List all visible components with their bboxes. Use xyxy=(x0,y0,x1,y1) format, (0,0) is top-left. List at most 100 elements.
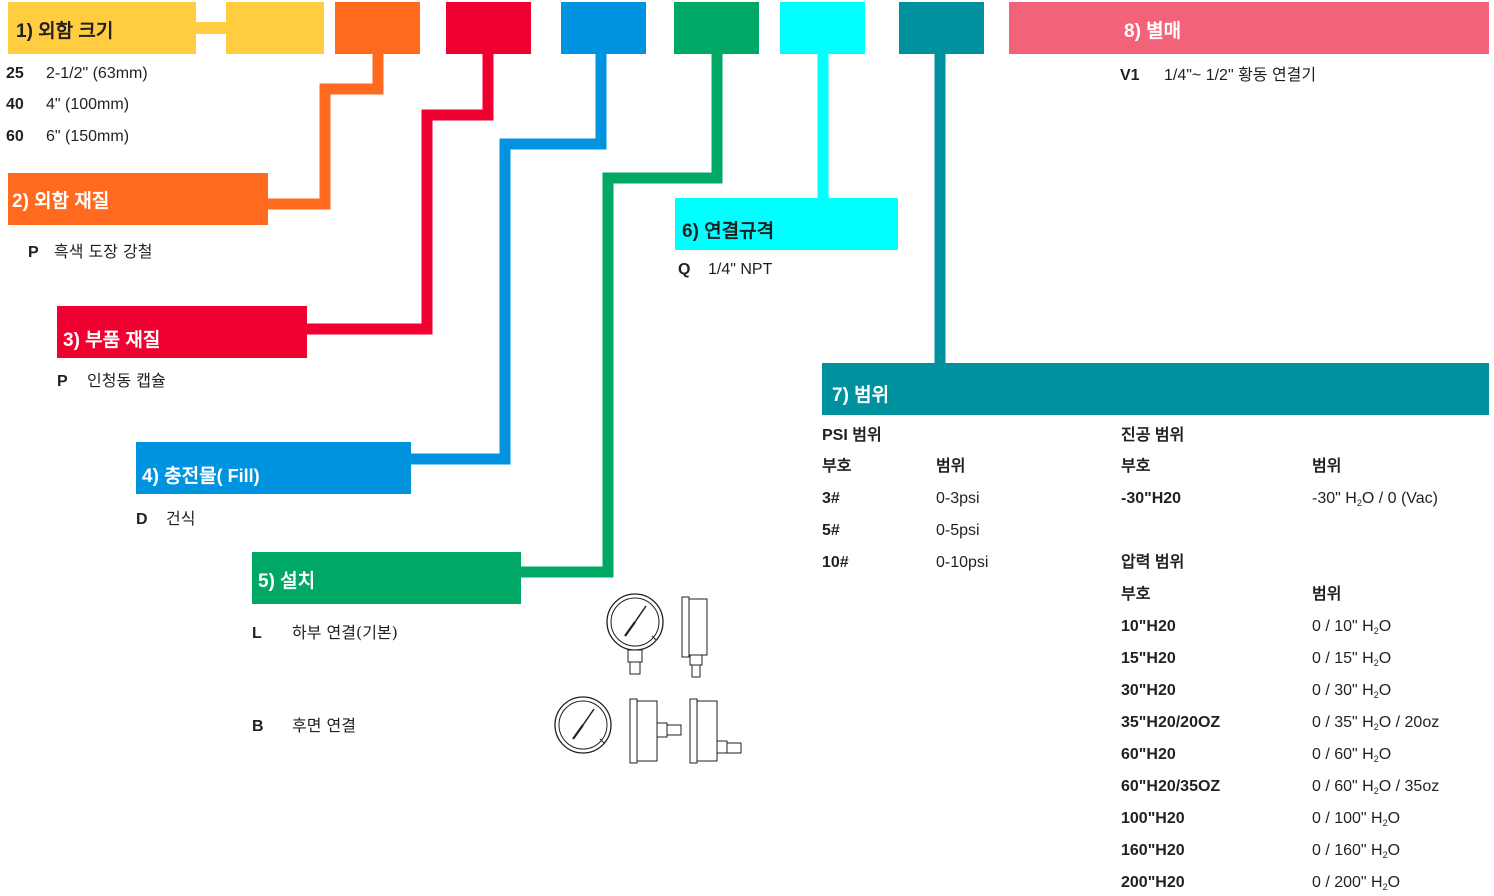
vacuum-row-code: -30"H20 xyxy=(1121,490,1182,507)
fill-title-suffix: ( Fill) xyxy=(216,466,260,486)
pressure-row-code: 60"H20/35OZ xyxy=(1121,778,1221,795)
option-label: 하부 연결(기본) xyxy=(292,623,398,642)
vacuum-col-range: 범위 xyxy=(1312,458,1342,475)
pressure-row-range: 0 / 160" H2O xyxy=(1312,842,1401,860)
pressure-col-code: 부호 xyxy=(1121,586,1151,603)
material-option-p: P 흑색 도장 강철 xyxy=(28,244,153,261)
option-code: V1 xyxy=(1120,67,1140,84)
option-label: 인청동 캡슐 xyxy=(87,371,166,390)
psi-row-range: 0-10psi xyxy=(936,554,989,571)
parts-code-box xyxy=(446,2,531,54)
option-code: 40 xyxy=(6,96,24,113)
parts-connector xyxy=(307,54,494,335)
pressure-row-range: 0 / 60" H2O / 35oz xyxy=(1312,778,1440,796)
size-option-25: 25 2-1/2" (63mm) xyxy=(6,66,148,82)
fill-connector xyxy=(410,54,607,465)
connection-code-box xyxy=(780,2,865,54)
option-label: 1/4" NPT xyxy=(708,261,773,278)
size-header xyxy=(8,2,196,54)
mount-header xyxy=(252,552,521,604)
size-title: 1) 외함 크기 xyxy=(16,21,114,42)
fill-code-box xyxy=(561,2,646,54)
size-code-box xyxy=(226,2,324,54)
vacuum-row-range: -30" H2O / 0 (Vac) xyxy=(1312,490,1438,508)
material-header xyxy=(8,173,268,225)
pressure-row-range: 0 / 15" H2O xyxy=(1312,650,1392,668)
pressure-row-range: 0 / 10" H2O xyxy=(1312,618,1392,636)
option-code: B xyxy=(252,718,264,735)
back-mount-side-gauge-icon xyxy=(629,698,682,764)
psi-row-code: 10# xyxy=(822,554,849,571)
option-code: P xyxy=(28,244,39,261)
option-label: 후면 연결 xyxy=(292,716,356,735)
mount-title: 5) 설치 xyxy=(258,571,316,592)
back-mount-front-gauge-icon xyxy=(554,696,612,754)
mount-option-l: L 하부 연결(기본) xyxy=(252,625,398,642)
size-link-bar xyxy=(196,22,228,34)
pressure-row-code: 160"H20 xyxy=(1121,842,1185,859)
option-label: 6" (150mm) xyxy=(46,128,130,145)
parts-title: 3) 부품 재질 xyxy=(63,330,161,351)
material-connector xyxy=(268,54,384,210)
psi-col-range: 범위 xyxy=(936,458,966,475)
connection-option-q: Q 1/4" NPT xyxy=(678,262,772,278)
option-code: Q xyxy=(678,261,691,278)
pressure-row-range: 0 / 30" H2O xyxy=(1312,682,1392,700)
fill-title-main: 4) 충전물 xyxy=(142,466,217,487)
option-code: D xyxy=(136,511,148,528)
range-code-box xyxy=(899,2,984,54)
mount-option-b: B 후면 연결 xyxy=(252,718,356,735)
fill-option-d: D 건식 xyxy=(136,511,195,528)
psi-row-range: 0-5psi xyxy=(936,522,980,539)
pressure-row-range: 0 / 100" H2O xyxy=(1312,810,1401,828)
pressure-row-code: 10"H20 xyxy=(1121,618,1176,635)
fill-title: 4) 충전물( Fill) xyxy=(142,467,260,486)
option-code: P xyxy=(57,373,68,390)
size-option-60: 60 6" (150mm) xyxy=(6,129,129,145)
pressure-row-code: 30"H20 xyxy=(1121,682,1176,699)
material-code-box xyxy=(335,2,420,54)
option-label: 1/4"~ 1/2" 황동 연결기 xyxy=(1164,67,1317,84)
parts-option-p: P 인청동 캡슐 xyxy=(57,373,166,390)
back-mount-bottom-view-gauge-icon xyxy=(689,698,742,764)
option-code: L xyxy=(252,625,262,642)
material-title: 2) 외함 재질 xyxy=(12,191,110,212)
option-code: 60 xyxy=(6,128,24,145)
connection-header xyxy=(675,198,898,250)
pressure-row-range: 0 / 60" H2O xyxy=(1312,746,1392,764)
option-label: 건식 xyxy=(166,509,196,528)
pressure-row-code: 15"H20 xyxy=(1121,650,1176,667)
parts-header xyxy=(57,306,307,358)
option-code: 25 xyxy=(6,65,24,82)
pressure-row-code: 200"H20 xyxy=(1121,874,1185,891)
option-label: 4" (100mm) xyxy=(46,96,130,113)
vacuum-col-code: 부호 xyxy=(1121,458,1151,475)
pressure-row-code: 100"H20 xyxy=(1121,810,1185,827)
psi-row-code: 3# xyxy=(822,490,840,507)
bottom-mount-side-gauge-icon xyxy=(681,596,708,678)
extra-header xyxy=(1009,2,1489,54)
fill-header xyxy=(136,442,411,494)
psi-row-range: 0-3psi xyxy=(936,490,980,507)
extra-title: 8) 별매 xyxy=(1124,21,1182,42)
option-label: 2-1/2" (63mm) xyxy=(46,65,148,82)
psi-row-code: 5# xyxy=(822,522,840,539)
pressure-range-heading: 압력 범위 xyxy=(1121,554,1185,571)
pressure-row-code: 60"H20 xyxy=(1121,746,1176,763)
extra-option-v1: V1 1/4"~ 1/2" 황동 연결기 xyxy=(1120,68,1316,84)
vacuum-range-heading: 진공 범위 xyxy=(1121,427,1185,444)
pressure-row-code: 35"H20/20OZ xyxy=(1121,714,1221,731)
psi-col-code: 부호 xyxy=(822,458,852,475)
pressure-row-range: 0 / 200" H2O xyxy=(1312,874,1401,892)
connection-title: 6) 연결규격 xyxy=(682,221,775,242)
pressure-row-range: 0 / 35" H2O / 20oz xyxy=(1312,714,1440,732)
bottom-mount-front-gauge-icon xyxy=(606,593,664,675)
mount-code-box xyxy=(674,2,759,54)
option-label: 흑색 도장 강철 xyxy=(54,242,153,261)
size-option-40: 40 4" (100mm) xyxy=(6,97,129,113)
mount-connector xyxy=(520,54,723,578)
range-title: 7) 범위 xyxy=(832,385,890,406)
psi-range-heading: PSI 범위 xyxy=(822,427,882,444)
pressure-col-range: 범위 xyxy=(1312,586,1342,603)
range-header xyxy=(822,363,1489,415)
